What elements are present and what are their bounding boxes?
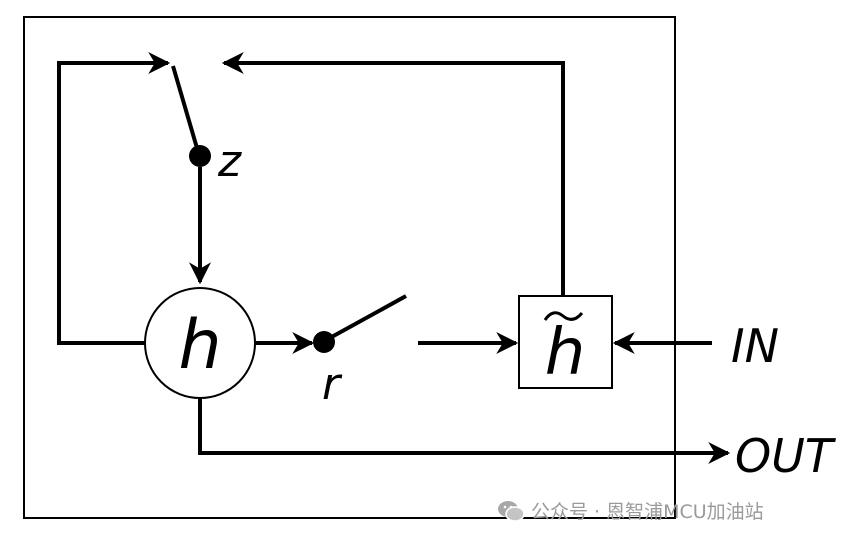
watermark: 公众号 · 恩智浦MCU加油站: [497, 497, 764, 524]
output-arrow: [198, 398, 731, 464]
h-tilde-box: [518, 295, 613, 389]
r-gate-label: r: [322, 359, 343, 410]
input-label: IN: [731, 319, 779, 373]
watermark-text: 公众号 · 恩智浦MCU加油站: [531, 501, 764, 523]
z-switch-pivot: [189, 145, 211, 167]
h-tilde-label: h: [545, 316, 586, 390]
feedback-path-right: [221, 52, 565, 296]
r-switch-lever: [327, 294, 407, 341]
tilde-mark: [543, 311, 584, 321]
cell-boundary: [23, 16, 676, 519]
h-node-label: h: [178, 306, 221, 385]
z-gate-label: z: [217, 136, 242, 187]
feedback-path-left: [57, 52, 171, 345]
r-switch-pivot: [313, 331, 335, 353]
wechat-icon: [498, 500, 525, 522]
z-switch-lever: [171, 65, 201, 156]
output-label: OUT: [735, 429, 837, 483]
